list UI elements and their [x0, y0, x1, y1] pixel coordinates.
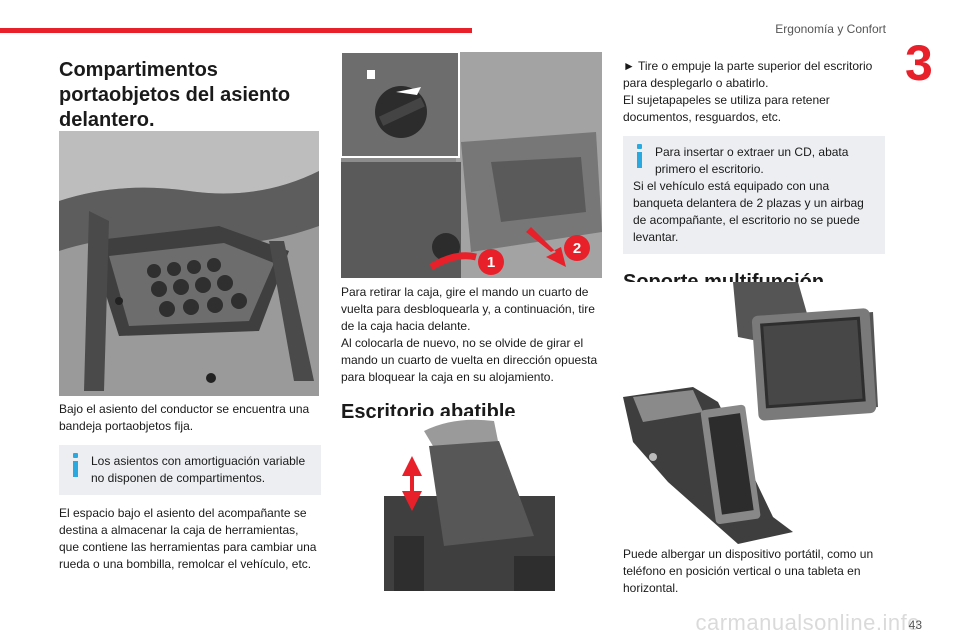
watermark: carmanualsonline.info [695, 610, 920, 635]
seat-tray-illustration [59, 131, 319, 396]
toolbox-illustration: 1 2 [341, 52, 602, 278]
column-3: ► Tire o empuje la parte superior del es… [623, 58, 885, 295]
info-icon [69, 453, 83, 477]
paragraph-remove-box: Para retirar la caja, gire el mando un c… [341, 285, 595, 333]
header-accent-bar [0, 28, 472, 33]
column-1: Compartimentos portaobjetos del asiento … [59, 58, 321, 133]
multifunction-support-illustration [623, 282, 885, 544]
page-number: 43 [908, 618, 922, 632]
paragraph-desk-instruction: ► Tire o empuje la parte superior del es… [623, 59, 873, 90]
paragraph-passenger-space: El espacio bajo el asiento del acompañan… [59, 506, 317, 571]
marker-1-label: 1 [487, 254, 495, 271]
info-icon [633, 144, 647, 168]
column-3-body: Puede albergar un dispositivo portátil, … [623, 546, 885, 597]
marker-1 [478, 249, 504, 275]
column-2-body: Para retirar la caja, gire el mando un c… [341, 284, 603, 425]
note-cd-text: Para insertar o extraer un CD, abata pri… [655, 145, 849, 176]
folding-desk-illustration [384, 416, 555, 591]
marker-2-label: 2 [573, 240, 581, 257]
info-note-seats: Los asientos con amortiguación variable … [59, 445, 321, 495]
note-bench-text: Si el vehículo está equipado con una ban… [633, 179, 864, 244]
heading-seat-storage: Compartimentos portaobjetos del asiento … [59, 59, 291, 131]
marker-2 [564, 235, 590, 261]
paragraph-device-support: Puede albergar un dispositivo portátil, … [623, 547, 874, 595]
chapter-number: 3 [905, 35, 933, 91]
paragraph-replace-box: Al colocarla de nuevo, no se olvide de g… [341, 336, 598, 384]
paragraph-clipboard: El sujetapapeles se utiliza para retener… [623, 93, 830, 124]
info-note-cd: Para insertar o extraer un CD, abata pri… [623, 136, 885, 254]
paragraph-driver-tray: Bajo el asiento del conductor se encuent… [59, 402, 310, 433]
note-text: Los asientos con amortiguación variable … [91, 454, 306, 485]
column-1-body: Bajo el asiento del conductor se encuent… [59, 401, 321, 573]
section-title: Ergonomía y Confort [775, 22, 886, 36]
